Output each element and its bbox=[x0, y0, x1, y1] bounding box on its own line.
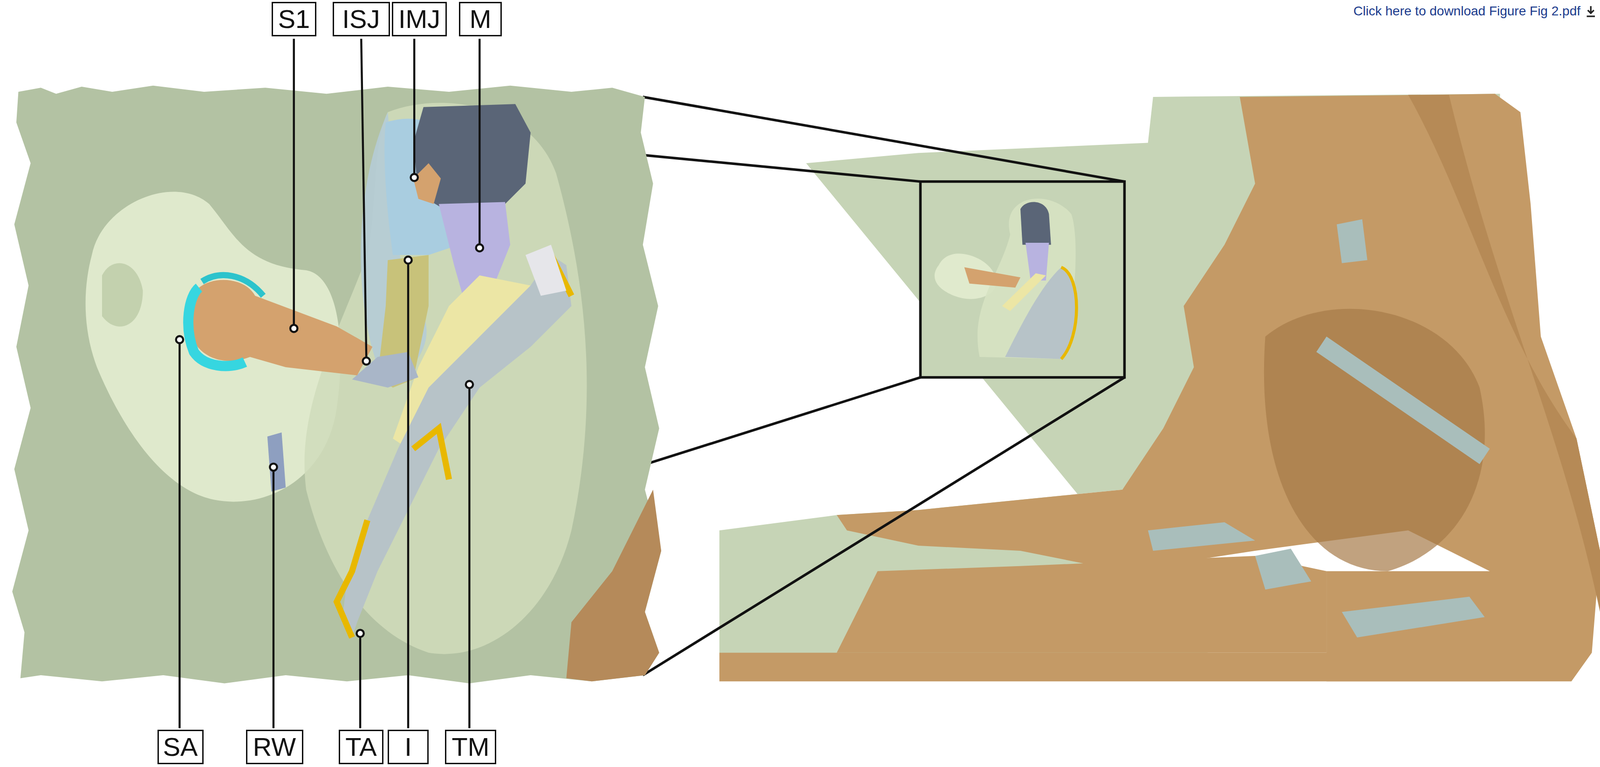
part-label: SA bbox=[163, 733, 199, 760]
download-icon bbox=[1586, 6, 1596, 17]
head-section bbox=[719, 93, 1600, 682]
label-box: TM bbox=[444, 729, 497, 765]
label-box: SA bbox=[157, 729, 204, 765]
label-box: I bbox=[387, 729, 429, 765]
part-label: I bbox=[404, 733, 412, 760]
zoom-inset bbox=[920, 181, 1125, 378]
zoom-lines bbox=[642, 96, 1125, 676]
leader-lines bbox=[176, 38, 484, 729]
part-label: RW bbox=[252, 733, 296, 760]
label-box: RW bbox=[246, 729, 304, 765]
label-box: S1 bbox=[271, 1, 317, 37]
label-box: TA bbox=[338, 729, 384, 765]
label-box: ISJ bbox=[332, 1, 390, 37]
part-label: TM bbox=[451, 733, 490, 760]
part-label: TA bbox=[345, 733, 377, 760]
part-label: S1 bbox=[278, 6, 311, 33]
download-link: Click here to download Figure Fig 2.pdf bbox=[1353, 3, 1581, 19]
middle-ear-detail bbox=[12, 85, 662, 684]
label-box: M bbox=[458, 1, 502, 37]
part-label: ISJ bbox=[342, 6, 381, 33]
part-label: M bbox=[469, 6, 492, 33]
part-label: IMJ bbox=[398, 6, 441, 33]
label-box: IMJ bbox=[391, 1, 447, 37]
